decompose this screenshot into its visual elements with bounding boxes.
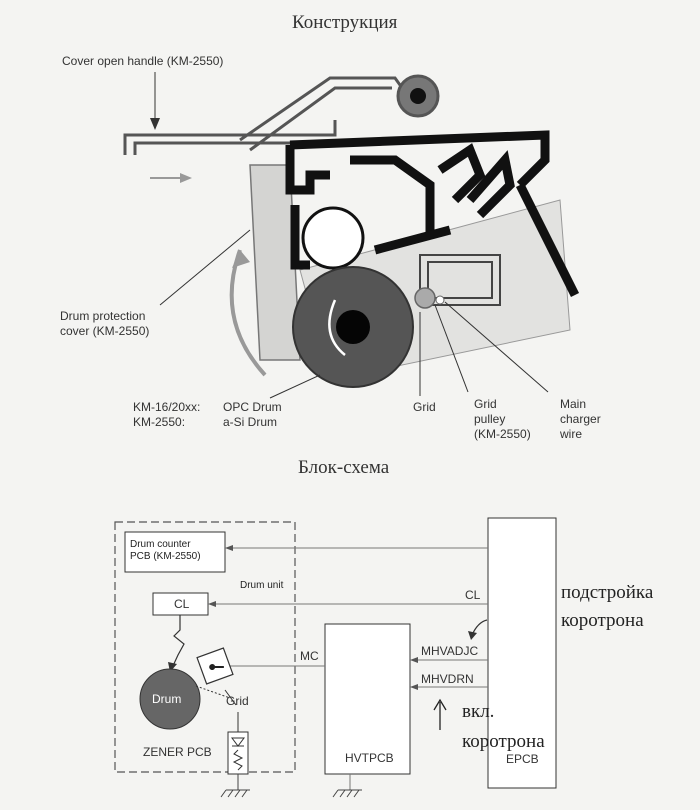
enable-annotation-line2: коротрона — [462, 731, 545, 752]
upper-roller — [301, 206, 365, 270]
zener-pcb-label: ZENER PCB — [143, 745, 212, 759]
cover-handle-label: Cover open handle (KM-2550) — [62, 54, 224, 68]
mhvadjc-label: MHVADJC — [421, 644, 479, 658]
adjust-annotation-line2: коротрона — [561, 610, 644, 631]
grid-pulley-label-line3: (KM-2550) — [474, 427, 531, 441]
epcb-label: EPCB — [506, 752, 539, 766]
drum-unit-label: Drum unit — [240, 580, 284, 591]
grid-label: Grid — [413, 400, 436, 414]
construction-title: Конструкция — [292, 12, 398, 33]
mc-signal-label: MC — [300, 649, 319, 663]
drum-block-label: Drum — [152, 692, 182, 706]
drum-protection-label-line2: cover (KM-2550) — [60, 324, 150, 338]
main-charger-label-line3: wire — [560, 427, 583, 441]
grid-pulley-label-line2: pulley — [474, 412, 506, 426]
grid-pulley-label-line1: Grid — [474, 397, 497, 411]
main-charger-label-line1: Main — [560, 397, 587, 411]
main-charger-housing — [285, 130, 580, 298]
drum-protection-label-line1: Drum protection — [60, 309, 146, 323]
drum-counter-label-line2: PCB (KM-2550) — [130, 551, 201, 562]
drum-counter-label-line1: Drum counter — [130, 539, 191, 550]
enable-annotation-line1: вкл. — [462, 701, 495, 722]
main-charger-label-line2: charger — [560, 412, 601, 426]
opc-drum-label: OPC Drum — [223, 400, 282, 414]
cl-box-label: CL — [174, 597, 190, 611]
cl-signal-label: CL — [465, 588, 481, 602]
model-km16-label: KM-16/20xx: — [133, 400, 201, 414]
block-diagram-title: Блок-схема — [298, 457, 390, 478]
asi-drum-label: a-Si Drum — [223, 415, 278, 429]
adjust-annotation-line1: подстройка — [561, 582, 654, 603]
grid-block-label: Grid — [226, 694, 249, 708]
grid-pulley — [414, 287, 436, 309]
main-charger-block — [196, 647, 234, 685]
construction-drawing — [123, 72, 580, 399]
model-km2550-label: KM-2550: — [133, 415, 186, 429]
grid-frame — [419, 254, 501, 306]
hvtpcb-label: HVTPCB — [345, 751, 394, 765]
mhvdrn-label: MHVDRN — [421, 672, 474, 686]
zener-pcb-box — [227, 731, 249, 775]
